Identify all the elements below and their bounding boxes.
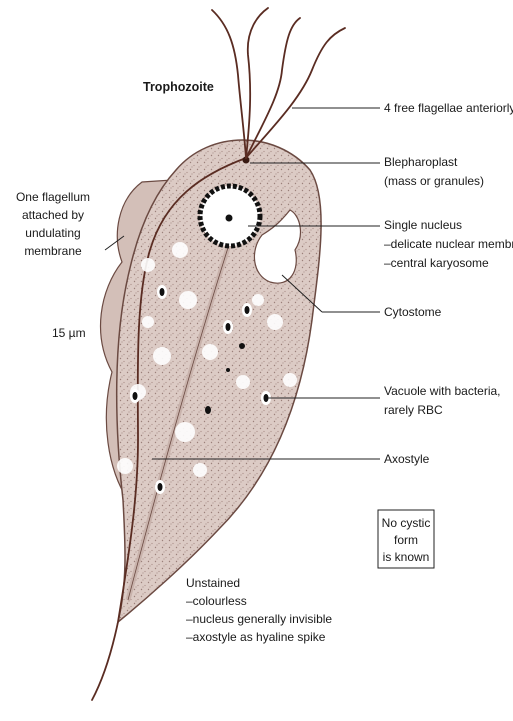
label-flagellae: 4 free flagellae anteriorly <box>384 101 513 115</box>
svg-text:–axostyle as hyaline spike: –axostyle as hyaline spike <box>186 630 326 644</box>
label-cytostome: Cytostome <box>384 305 442 319</box>
label-nucleus-membrane: –delicate nuclear membr <box>384 237 513 251</box>
svg-text:undulating: undulating <box>25 226 80 240</box>
label-undulating-membrane: One flagellum attached by undulating mem… <box>16 190 90 258</box>
svg-text:–nucleus generally invisible: –nucleus generally invisible <box>186 612 332 626</box>
label-vacuole: Vacuole with bacteria, <box>384 384 501 398</box>
svg-text:form: form <box>394 533 418 547</box>
svg-text:No cystic: No cystic <box>382 516 431 530</box>
svg-text:membrane: membrane <box>24 244 82 258</box>
svg-text:One flagellum: One flagellum <box>16 190 90 204</box>
free-flagella <box>212 8 345 158</box>
svg-text:is known: is known <box>383 550 430 564</box>
label-nucleus-karyosome: –central karyosome <box>384 256 489 270</box>
karyosome <box>226 215 233 222</box>
svg-text:attached by: attached by <box>22 208 84 222</box>
svg-text:Unstained: Unstained <box>186 576 240 590</box>
label-vacuole-detail: rarely RBC <box>384 403 443 417</box>
label-nucleus: Single nucleus <box>384 218 462 232</box>
note-box: No cystic form is known <box>378 510 434 568</box>
label-blepharoplast-detail: (mass or granules) <box>384 174 484 188</box>
label-blepharoplast: Blepharoplast <box>384 155 458 169</box>
svg-text:–colourless: –colourless <box>186 594 247 608</box>
diagram-title: Trophozoite <box>143 80 214 94</box>
unstained-notes: Unstained –colourless –nucleus generally… <box>186 576 332 644</box>
label-axostyle: Axostyle <box>384 452 430 466</box>
label-scale: 15 µm <box>52 326 86 340</box>
